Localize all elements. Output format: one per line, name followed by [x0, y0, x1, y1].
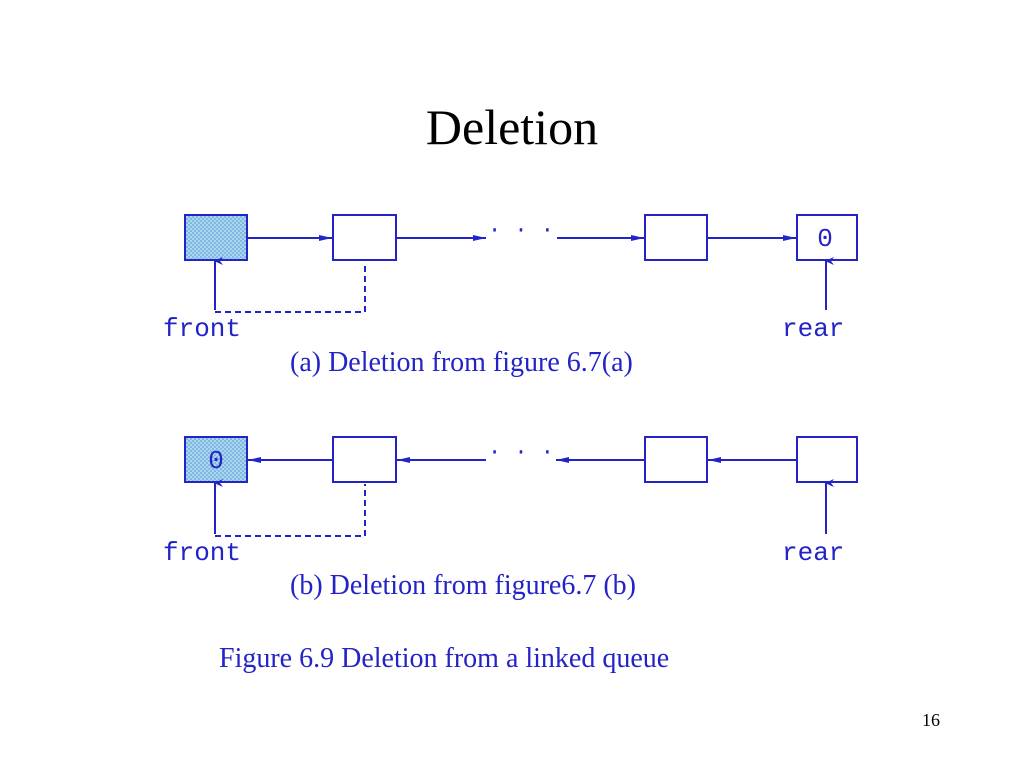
- part-b-diagram: 0 · · · front rear (b) Deletion from fig…: [163, 436, 858, 601]
- node-a-1-shaded: [184, 214, 248, 261]
- part-a-diagram: 0 · · · front rear (a) Deletion from fig…: [163, 214, 858, 378]
- node-a-2: [332, 214, 397, 261]
- page-number: 16: [922, 710, 940, 730]
- figure-caption: Figure 6.9 Deletion from a linked queue: [219, 643, 669, 674]
- slide-title: Deletion: [425, 99, 599, 155]
- front-label-a: front: [163, 314, 241, 344]
- node-b-1-value: 0: [208, 446, 224, 476]
- caption-a: (a) Deletion from figure 6.7(a): [290, 347, 633, 378]
- node-b-4: [796, 436, 858, 483]
- rear-label-a: rear: [782, 314, 844, 344]
- node-a-4: [796, 214, 858, 261]
- node-a-4-value: 0: [817, 224, 833, 254]
- old-front-pointer-b: [215, 484, 366, 537]
- old-front-pointer-a: [215, 262, 366, 313]
- ellipsis-a: · · ·: [488, 218, 554, 243]
- rear-label-b: rear: [782, 538, 844, 568]
- node-b-2: [332, 436, 397, 483]
- node-b-3: [644, 436, 708, 483]
- ellipsis-b: · · ·: [488, 440, 554, 465]
- front-label-b: front: [163, 538, 241, 568]
- caption-b: (b) Deletion from figure6.7 (b): [290, 570, 636, 601]
- node-a-3: [644, 214, 708, 261]
